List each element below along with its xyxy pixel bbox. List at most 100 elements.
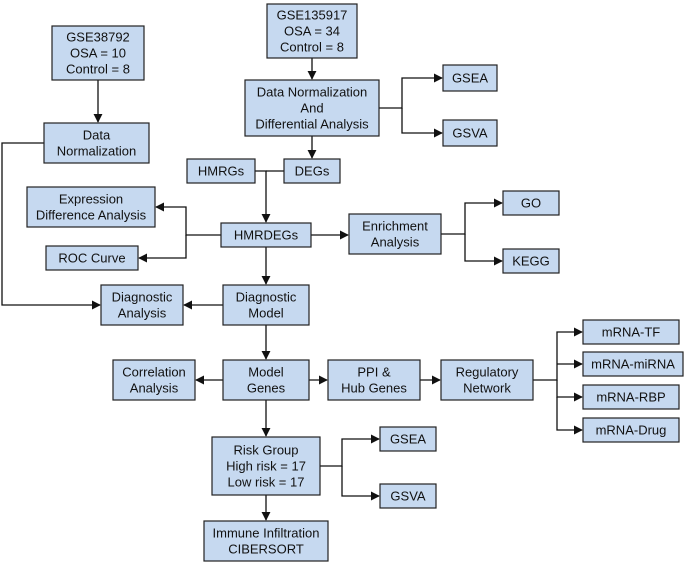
- node-label-line: GSEA: [390, 431, 426, 446]
- node-box: [582, 351, 684, 377]
- arrow-data-norm-to-diag-analysis: [1, 142, 101, 310]
- node-label-line: Analysis: [130, 380, 179, 395]
- node-kegg: KEGG: [502, 248, 560, 274]
- arrow-data-norm-diff-to-gsea-top: [379, 73, 443, 109]
- node-box: [203, 520, 329, 562]
- node-hmrdegs: HMRDEGs: [220, 222, 312, 248]
- node-label-line: OSA = 10: [70, 45, 126, 60]
- node-label-line: Data Normalization: [257, 84, 368, 99]
- arrow-hmrdegs-to-roc: [138, 235, 187, 263]
- node-box: [502, 248, 560, 274]
- node-label-line: Expression: [59, 191, 123, 206]
- node-label-line: Model: [248, 364, 284, 379]
- node-label-line: GSE135917: [277, 7, 348, 22]
- node-label-line: High risk = 17: [226, 458, 306, 473]
- node-label-line: ROC Curve: [58, 250, 125, 265]
- arrow-regulatory-to-mrna-tf: [533, 327, 583, 381]
- node-box: [26, 186, 156, 228]
- node-box: [222, 359, 310, 401]
- node-box: [348, 213, 442, 255]
- node-label-line: OSA = 34: [284, 23, 340, 38]
- node-box: [582, 319, 680, 345]
- node-gsea-top: GSEA: [442, 64, 498, 92]
- node-box: [244, 79, 380, 137]
- node-label-line: Low risk = 17: [228, 474, 305, 489]
- node-label-line: Model: [248, 305, 284, 320]
- node-label-line: Control = 8: [280, 39, 344, 54]
- node-box: [100, 284, 184, 326]
- node-label-line: HMRGs: [198, 163, 245, 178]
- arrow-risk-group-to-gsea-bottom: [320, 434, 380, 467]
- node-box: [502, 190, 560, 216]
- node-label-line: GSEA: [452, 70, 488, 85]
- node-label-line: Analysis: [371, 234, 420, 249]
- node-box: [442, 119, 498, 147]
- node-label-line: GO: [521, 195, 541, 210]
- node-box: [186, 158, 256, 184]
- node-label-line: GSVA: [390, 488, 425, 503]
- arrow-risk-group-to-gsva-bottom: [341, 466, 380, 501]
- node-degs: DEGs: [283, 158, 341, 184]
- node-label-line: Network: [463, 380, 511, 395]
- node-box: [327, 359, 421, 401]
- node-box: [112, 359, 196, 401]
- node-mrna-tf: mRNA-TF: [582, 319, 680, 345]
- node-box: [379, 483, 437, 509]
- node-go: GO: [502, 190, 560, 216]
- node-box: [582, 417, 680, 443]
- node-label-line: PPI &: [357, 364, 391, 379]
- node-gsva-top: GSVA: [442, 119, 498, 147]
- node-label-line: Genes: [247, 380, 286, 395]
- arrow-regulatory-to-mrna-drug: [556, 397, 583, 435]
- node-label-line: Difference Analysis: [36, 207, 147, 222]
- node-mrna-mirna: mRNA-miRNA: [582, 351, 684, 377]
- node-label-line: Control = 8: [66, 61, 130, 76]
- node-label-line: Analysis: [118, 305, 167, 320]
- node-label-line: KEGG: [512, 253, 550, 268]
- node-label-line: GSE38792: [66, 29, 130, 44]
- node-box: [43, 122, 150, 164]
- node-mrna-drug: mRNA-Drug: [582, 417, 680, 443]
- node-label-line: Risk Group: [233, 442, 298, 457]
- connector-lines: [1, 58, 583, 521]
- arrow-enrichment-to-go: [441, 198, 503, 235]
- arrow-hmrdegs-to-expr-diff: [155, 202, 221, 236]
- node-box: [283, 158, 341, 184]
- node-gsea-bottom: GSEA: [379, 426, 437, 452]
- node-label-line: Diagnostic: [236, 289, 297, 304]
- node-box: [51, 25, 145, 81]
- node-hmrgs: HMRGs: [186, 158, 256, 184]
- node-box: [582, 384, 680, 410]
- node-mrna-rbp: mRNA-RBP: [582, 384, 680, 410]
- node-box: [222, 284, 310, 326]
- node-label-line: And: [300, 100, 323, 115]
- arrow-hmrgs-to-hmrdegs: [255, 170, 271, 223]
- node-label-line: CIBERSORT: [228, 541, 304, 556]
- node-box: [211, 436, 321, 496]
- node-box: [45, 245, 139, 271]
- node-box: [440, 359, 534, 401]
- node-roc: ROC Curve: [45, 245, 139, 271]
- node-ppi: PPI &Hub Genes: [327, 359, 421, 401]
- node-label-line: Differential Analysis: [255, 116, 369, 131]
- node-gsva-bottom: GSVA: [379, 483, 437, 509]
- node-label-line: Immune Infiltration: [213, 525, 320, 540]
- node-label-line: mRNA-miRNA: [591, 356, 675, 371]
- node-label-line: Enrichment: [362, 218, 428, 233]
- node-box: [266, 3, 358, 59]
- node-label-line: mRNA-TF: [602, 324, 661, 339]
- arrow-data-norm-diff-to-gsva-top: [401, 108, 443, 138]
